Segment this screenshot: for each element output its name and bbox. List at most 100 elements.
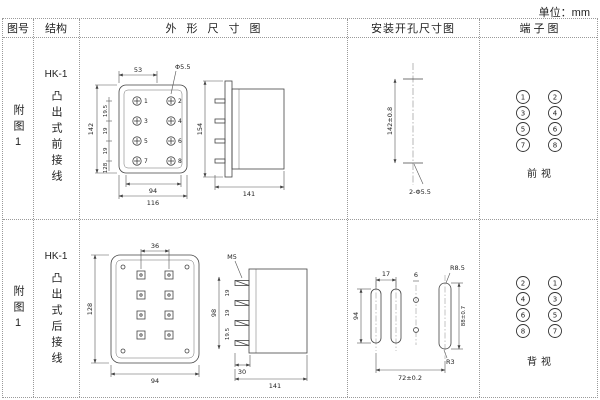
terminal-cell-row1: 1 2 3 4 5 6 7 8 前视 (479, 37, 599, 219)
dim-height-right: 88±0.7 (461, 305, 467, 326)
dim-side-height: 154 (196, 123, 204, 135)
dimension-table: 图号 结构 外形尺寸图 安装开孔尺寸图 端子图 附图1 HK-1 凸出式前接线 (2, 18, 598, 398)
outline-drawing-front-wiring: 1 2 3 4 5 6 7 8 (87, 63, 285, 207)
terminal-number: 6 (553, 126, 558, 134)
mounting-slots (370, 282, 452, 350)
dim-height-overall: 142 (87, 123, 95, 135)
terminal-number: 5 (521, 126, 525, 134)
terminal-number: 4 (521, 296, 526, 304)
dim-width-bottom: 94 (151, 377, 159, 385)
structure-cell-row1: HK-1 凸出式前接线 (33, 37, 79, 219)
terminal-number: 8 (178, 158, 182, 165)
dim-mounting-height: 142±0.8 (386, 107, 394, 135)
terminal-number: 7 (521, 142, 525, 150)
terminal-number: 4 (553, 110, 558, 118)
terminal-number: 5 (553, 312, 557, 320)
view-label-rear: 背视 (527, 355, 555, 368)
dim-height-overall: 128 (86, 303, 94, 315)
terminal-diagram-rear-view: 2 1 4 3 6 5 8 7 背视 (516, 276, 562, 368)
figure-label-row2: 附图1 (12, 284, 24, 334)
relay-rear-view (110, 254, 200, 364)
dim-height-inner: 128 (103, 162, 109, 173)
terminal-number: 6 (521, 312, 526, 320)
dim-pitch-b: 19 (103, 127, 109, 134)
terminal-number: 3 (521, 110, 525, 118)
dim-width-inner: 94 (149, 187, 157, 195)
dim-width-top: 36 (151, 242, 159, 250)
relay-side-view (214, 80, 285, 178)
terminal-number: 1 (553, 280, 557, 288)
terminal-number: 2 (521, 280, 525, 288)
model-label-row1: HK-1 (44, 69, 68, 80)
dim-pitch-b: 19 (225, 309, 231, 316)
figure-cell-row1: 附图1 (3, 37, 33, 219)
table-divider-v2 (79, 19, 80, 397)
dim-screw-spec: M5 (227, 253, 237, 261)
terminal-number: 7 (553, 328, 557, 336)
header-terminal: 端子图 (519, 23, 562, 35)
dimension-labels: 53 Φ5.5 142 19.5 19 19 128 94 116 154 14… (87, 63, 255, 207)
table-divider-h2 (3, 219, 597, 220)
dimension-lines (95, 70, 285, 199)
dim-hole-dia: Φ5.5 (175, 63, 190, 71)
front-terminal-numbers: 1 2 3 4 5 6 7 8 (144, 98, 182, 165)
dim-pitch-c: 19.5 (225, 327, 231, 340)
terminal-number: 7 (144, 158, 148, 165)
dim-width: 72±0.2 (398, 374, 422, 382)
mounting-cell-row2: 17 6 R8.5 94 88±0.7 R3 72±0.2 (347, 219, 479, 399)
dim-pitch-a: 19.5 (103, 104, 109, 117)
terminal-number: 1 (521, 94, 525, 102)
dim-width-overall: 116 (147, 199, 159, 207)
mounting-dim-labels: 17 6 R8.5 94 88±0.7 R3 72±0.2 (352, 264, 467, 382)
structure-cell-row2: HK-1 凸出式后接线 (33, 219, 79, 399)
dim-pitch-a: 19 (225, 289, 231, 296)
terminal-circles (516, 276, 562, 338)
table-divider-h1 (3, 37, 597, 38)
table-divider-v1 (33, 19, 34, 397)
mounting-dim-lines (357, 272, 463, 373)
figure-cell-row2: 附图1 (3, 219, 33, 399)
terminal-number: 2 (178, 98, 182, 105)
dim-width-top: 53 (134, 66, 142, 74)
mounting-dim-lines (393, 78, 424, 185)
table-divider-v3 (347, 19, 348, 397)
unit-label: 单位：mm (538, 7, 590, 19)
dimension-labels: 36 128 94 M5 98 19 19 19.5 30 141 (86, 242, 281, 390)
terminal-number: 8 (521, 328, 525, 336)
terminal-number: 3 (553, 296, 557, 304)
terminal-number: 5 (144, 138, 148, 145)
dim-hole-dia: 6 (414, 271, 418, 279)
outline-cell-row2: 36 128 94 M5 98 19 19 19.5 30 141 (79, 219, 347, 399)
terminal-numbers: 2 1 4 3 6 5 8 7 (521, 280, 557, 336)
terminal-number: 3 (144, 118, 148, 125)
outline-drawing-rear-wiring: 36 128 94 M5 98 19 19 19.5 30 141 (86, 242, 308, 390)
dim-height: 94 (352, 312, 360, 320)
model-label-row2: HK-1 (44, 251, 68, 262)
dimension-lines (91, 249, 308, 381)
header-outline: 外形尺寸图 (165, 23, 271, 35)
outline-cell-row1: 1 2 3 4 5 6 7 8 (79, 37, 347, 219)
header-figure: 图号 (7, 23, 29, 35)
table-divider-v4 (479, 19, 480, 397)
relay-front-view (118, 84, 188, 174)
structure-desc-row1: 凸出式前接线 (50, 90, 62, 186)
dim-pin-depth: 30 (238, 368, 246, 376)
view-label-front: 前视 (527, 167, 555, 180)
centerlines (375, 275, 446, 359)
structure-desc-row2: 凸出式后接线 (50, 272, 62, 368)
mounting-drawing-row1: 142±0.8 2-Φ5.5 (386, 63, 431, 196)
terminal-cell-row2: 2 1 4 3 6 5 8 7 背视 (479, 219, 599, 399)
dim-mounting-holes: 2-Φ5.5 (409, 188, 431, 196)
terminal-number: 4 (178, 118, 182, 125)
mounting-cell-row1: 142±0.8 2-Φ5.5 (347, 37, 479, 219)
dim-side-height: 98 (210, 309, 218, 317)
terminal-numbers: 1 2 3 4 5 6 7 8 (521, 94, 558, 150)
figure-label-row1: 附图1 (12, 103, 24, 153)
dim-depth: 141 (269, 382, 281, 390)
mounting-drawing-row2: 17 6 R8.5 94 88±0.7 R3 72±0.2 (352, 264, 467, 382)
terminal-number: 8 (553, 142, 557, 150)
dim-depth: 141 (243, 190, 255, 198)
dim-slot-radius: R8.5 (450, 264, 465, 272)
dim-corner-radius: R3 (446, 358, 455, 366)
